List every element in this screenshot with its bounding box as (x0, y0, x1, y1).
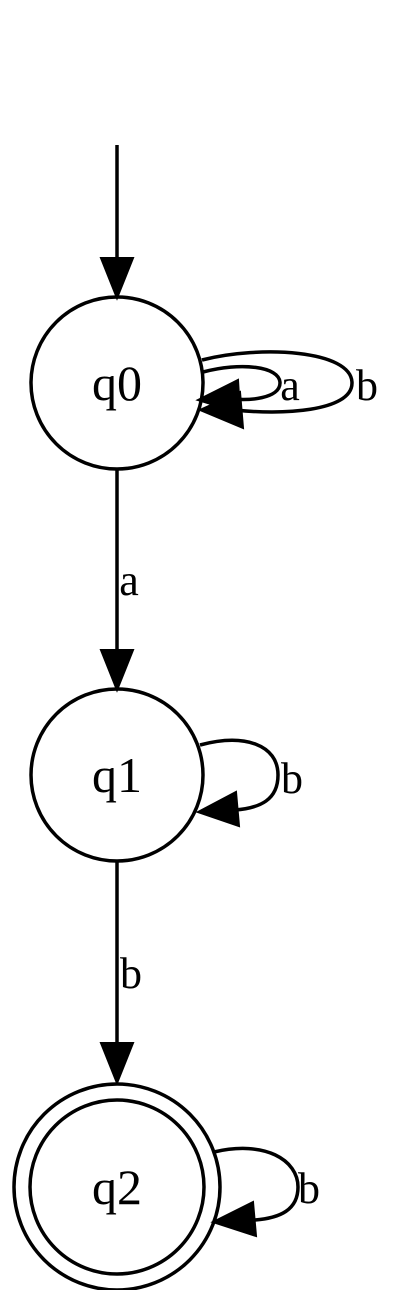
state-q1-label: q1 (92, 747, 142, 803)
transition-q0-q1-a-label: a (119, 556, 139, 605)
transition-q1-q1-b: b (195, 738, 303, 828)
state-q1: q1 (29, 687, 205, 863)
transition-q1-q2-b: b (99, 861, 142, 1086)
initial-arrow (99, 145, 135, 301)
transition-q0-q0-b: b (197, 350, 378, 430)
state-q2-label: q2 (92, 1159, 142, 1215)
transition-q2-q2-b-label: b (298, 1164, 320, 1213)
transition-q0-q0-b-label: b (356, 361, 378, 410)
transition-q1-q1-b-label: b (281, 754, 303, 803)
state-q0: q0 (29, 295, 205, 471)
state-q2: q2 (12, 1082, 222, 1290)
transition-q2-q2-b: b (210, 1146, 320, 1238)
transition-q0-q1-a: a (99, 469, 139, 693)
transition-q1-q2-b-label: b (120, 949, 142, 998)
state-q0-label: q0 (92, 355, 142, 411)
transition-q0-q0-a-label: a (280, 361, 300, 410)
